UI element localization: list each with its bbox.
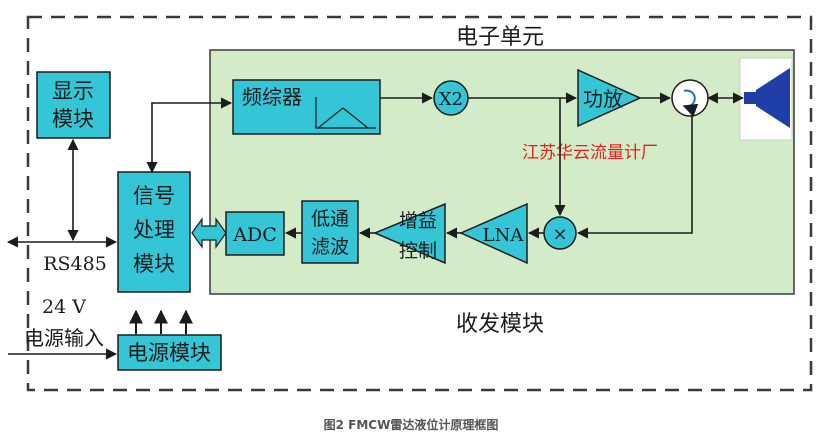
adc-block <box>225 211 285 256</box>
figure-caption: 图2 FMCW雷达液位计原理框图 <box>324 417 499 432</box>
display-module-label-2: 模块 <box>52 107 94 131</box>
circulator <box>671 79 709 117</box>
gain-control <box>373 202 446 265</box>
low-pass-filter-label-1: 低通 <box>311 208 349 230</box>
frequency-synthesizer <box>232 79 381 135</box>
chirp-waveform-icon <box>315 97 376 129</box>
power-amplifier <box>577 68 642 128</box>
power-module-label: 电源模块 <box>127 341 211 365</box>
power-module <box>117 334 222 371</box>
rs485-label: RS485 <box>43 253 107 275</box>
transceiver-module-label: 收发模块 <box>456 312 544 337</box>
low-pass-filter <box>301 200 359 264</box>
power-input-label: 电源输入 <box>24 326 104 350</box>
adc-bus-arrow <box>191 217 227 249</box>
signal-to-synth-line <box>146 97 233 174</box>
horn-antenna-icon <box>756 68 790 128</box>
low-pass-filter-label-2: 滤波 <box>311 236 349 258</box>
antenna-feed <box>744 92 756 104</box>
circulator-arrow-icon <box>682 89 699 117</box>
watermark-text: 江苏华云流量计厂 <box>522 143 658 163</box>
adc-label: ADC <box>232 224 277 246</box>
voltage-label: 24 V <box>42 296 86 318</box>
gain-control-label-2: 控制 <box>399 240 437 262</box>
signal-processing-label-2: 处理 <box>133 218 175 242</box>
display-module <box>36 71 111 139</box>
low-noise-amplifier <box>459 202 528 265</box>
frequency-doubler-label: X2 <box>439 89 463 110</box>
electronic-unit-border <box>26 15 813 392</box>
signal-processing-label-3: 模块 <box>133 252 175 276</box>
frequency-synthesizer-label: 频综器 <box>242 85 302 109</box>
signal-processing-label-1: 信号 <box>133 184 175 208</box>
mixer-label: × <box>552 224 567 245</box>
gain-control-label-1: 增益 <box>399 210 437 232</box>
lna-label: LNA <box>483 225 525 246</box>
display-module-label-1: 显示 <box>52 79 94 103</box>
circulator-to-mixer-line <box>576 116 693 239</box>
electronic-unit-title: 电子单元 <box>456 25 544 50</box>
power-amplifier-label: 功放 <box>583 87 623 111</box>
